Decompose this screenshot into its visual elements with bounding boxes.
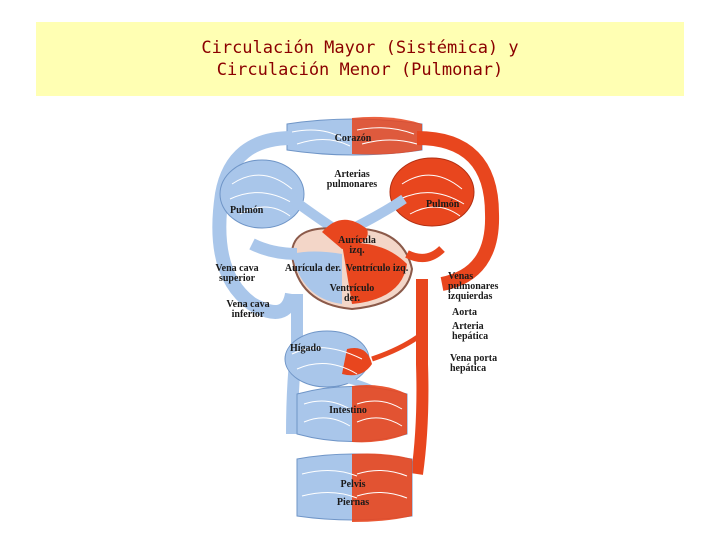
right-lung bbox=[389, 157, 475, 227]
circulation-diagram: Corazón Arterias pulmonares Pulmón Pulmó… bbox=[192, 104, 516, 524]
pelvis-legs bbox=[296, 453, 413, 522]
label-auricula-der: Aurícula der. bbox=[284, 263, 342, 274]
label-venas-pulmonares-izquierdas: Venas pulmonares izquierdas bbox=[448, 271, 499, 302]
left-lung bbox=[219, 159, 305, 229]
title-line-2: Circulación Menor (Pulmonar) bbox=[216, 60, 504, 80]
liver bbox=[284, 330, 372, 388]
label-ventriculo-der: Ventrículo der. bbox=[329, 283, 375, 304]
label-vena-cava-inferior: Vena cava inferior bbox=[226, 299, 270, 320]
label-piernas: Piernas bbox=[336, 497, 370, 508]
systemic-vein-loop bbox=[212, 131, 299, 319]
heart bbox=[290, 219, 414, 311]
label-vena-cava-superior: Vena cava superior bbox=[215, 263, 259, 284]
superior-vena-cava bbox=[249, 238, 298, 260]
label-pulmon-izq: Pulmón bbox=[230, 205, 264, 216]
intestine bbox=[296, 385, 408, 443]
aorta-loop bbox=[416, 131, 500, 291]
hepatic-artery bbox=[371, 331, 424, 362]
label-arterias-pulmonares: Arterias pulmonares bbox=[326, 169, 378, 190]
label-auricula-izq: Aurícula izq. bbox=[338, 235, 376, 256]
label-ventriculo-izq: Ventrículo izq. bbox=[345, 263, 409, 274]
label-higado: Hígado bbox=[290, 343, 322, 354]
label-intestino: Intestino bbox=[329, 405, 367, 416]
label-arteria-hepatica: Arteria hepática bbox=[452, 321, 489, 342]
circulation-illustration bbox=[212, 116, 500, 522]
label-corazon: Corazón bbox=[334, 133, 372, 144]
pulmonary-veins bbox=[405, 246, 445, 262]
descending-aorta bbox=[411, 279, 429, 475]
label-vena-porta-hepatica: Vena porta hepática bbox=[450, 353, 498, 374]
label-pelvis: Pelvis bbox=[340, 479, 366, 490]
title-banner: Circulación Mayor (Sistémica) y Circulac… bbox=[36, 22, 684, 96]
label-aorta: Aorta bbox=[452, 307, 477, 318]
label-pulmon-der: Pulmón bbox=[426, 199, 460, 210]
title-line-1: Circulación Mayor (Sistémica) y bbox=[201, 38, 519, 58]
upper-capillary-bed bbox=[286, 116, 423, 156]
